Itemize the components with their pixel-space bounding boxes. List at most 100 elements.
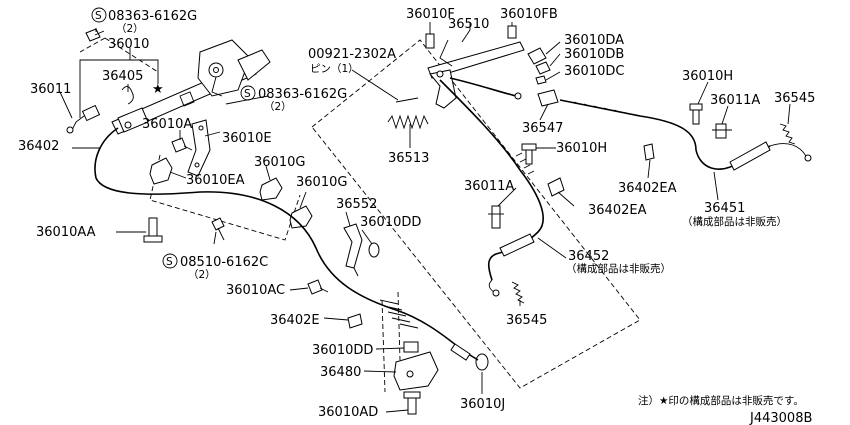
left-cable-tip bbox=[488, 279, 495, 293]
bolt-36011A-2 bbox=[488, 205, 504, 229]
cable-end-front bbox=[450, 343, 471, 361]
left-cable-end bbox=[492, 289, 500, 297]
s-mark-glyph: S bbox=[95, 10, 102, 22]
label-36402: 36402 bbox=[18, 139, 59, 154]
label-36010E: 36010E bbox=[222, 131, 272, 146]
label-36010: 36010 bbox=[108, 37, 149, 52]
label-36010AA: 36010AA bbox=[36, 225, 96, 240]
bolt-36010F bbox=[425, 33, 435, 49]
bolt-36010AD bbox=[403, 391, 421, 415]
cable-sheath-section bbox=[379, 299, 419, 329]
bolt-36010AC bbox=[307, 279, 329, 295]
bolt-36010AA bbox=[143, 217, 163, 243]
part-number-labels: S 08363-6162G （2） 36010 36405 36011 3640… bbox=[18, 7, 815, 425]
bracket-36010E bbox=[187, 119, 211, 177]
s-mark-glyph-2: S bbox=[166, 256, 173, 268]
clamp-36010EA bbox=[149, 157, 173, 185]
label-36452-note: （構成部品は非販売） bbox=[566, 262, 671, 275]
right-cable-sheath bbox=[573, 101, 621, 113]
clip-36402E bbox=[347, 313, 363, 329]
label-36513: 36513 bbox=[388, 151, 429, 166]
label-36010H-2: 36010H bbox=[556, 141, 607, 156]
label-08363-mid: 08363-6162G bbox=[258, 87, 347, 102]
bracket-36547 bbox=[537, 89, 559, 107]
label-36405: 36405 bbox=[102, 69, 143, 84]
grommet-36010DD-2 bbox=[403, 341, 419, 353]
label-36010DA: 36010DA bbox=[564, 33, 624, 48]
label-36451: 36451 bbox=[704, 201, 745, 216]
bolt-08363-top bbox=[85, 28, 105, 42]
grommet-36010J bbox=[475, 353, 489, 371]
clip-36402EA-1 bbox=[643, 143, 655, 161]
label-36402EA-2: 36402EA bbox=[588, 203, 647, 218]
label-36452: 36452 bbox=[568, 249, 609, 264]
label-36010DC: 36010DC bbox=[564, 64, 624, 79]
label-36552: 36552 bbox=[336, 197, 377, 212]
bracket-36480 bbox=[393, 351, 439, 391]
label-08363-top: 08363-6162G bbox=[108, 9, 197, 24]
label-36451-note: （構成部品は非販売） bbox=[682, 215, 787, 228]
label-36010J: 36010J bbox=[460, 397, 505, 412]
left-cable-sleeve bbox=[499, 233, 535, 257]
bolt-36010A bbox=[171, 137, 193, 153]
right-cable-end bbox=[804, 154, 812, 162]
s-mark-icon-2 bbox=[162, 253, 178, 269]
label-36547: 36547 bbox=[522, 121, 563, 136]
nut-36010DA bbox=[527, 47, 547, 65]
label-36010A: 36010A bbox=[142, 117, 192, 132]
clip-36405 bbox=[121, 86, 134, 105]
label-36010DB: 36010DB bbox=[564, 47, 624, 62]
bolt-36010H-1 bbox=[689, 103, 703, 125]
right-cable-tip bbox=[769, 143, 807, 157]
bracket-36552 bbox=[343, 223, 363, 277]
front-cable-36402 bbox=[94, 127, 479, 361]
label-36010G-1: 36010G bbox=[254, 155, 305, 170]
label-pin-qty: ピン（1） bbox=[310, 63, 359, 75]
footnote: 注）★印の構成部品は非販売です。 bbox=[638, 394, 804, 407]
label-08510: 08510-6162C bbox=[180, 255, 268, 270]
bolt-36011A-1 bbox=[712, 123, 732, 139]
label-qty-top: （2） bbox=[116, 23, 144, 35]
brake-switch-36011 bbox=[66, 104, 101, 134]
label-36011A-1: 36011A bbox=[710, 93, 760, 108]
grommet-36010DD-1 bbox=[368, 242, 380, 258]
nut-36010FB bbox=[507, 25, 517, 39]
label-36402EA-1: 36402EA bbox=[618, 181, 677, 196]
spring-36545-2 bbox=[511, 281, 525, 304]
label-36010H-1: 36010H bbox=[682, 69, 733, 84]
pin-00921 bbox=[395, 97, 419, 103]
spring-36545-1 bbox=[779, 123, 796, 145]
left-cable-sheath bbox=[515, 152, 535, 175]
label-36010G-2: 36010G bbox=[296, 175, 347, 190]
rear-right-cable-36451 bbox=[559, 99, 771, 170]
label-pin-00921: 00921-2302A bbox=[308, 47, 396, 62]
diagram-code: J443008B bbox=[749, 411, 812, 425]
label-36010DD-1: 36010DD bbox=[360, 215, 421, 230]
label-36480: 36480 bbox=[320, 365, 361, 380]
label-36510: 36510 bbox=[448, 17, 489, 32]
label-36010DD-2: 36010DD bbox=[312, 343, 373, 358]
washer-36010DB bbox=[535, 61, 551, 75]
bolt-36010H-2 bbox=[521, 143, 537, 165]
label-36010F: 36010F bbox=[406, 7, 455, 22]
label-36010AD: 36010AD bbox=[318, 405, 378, 420]
label-36010EA: 36010EA bbox=[186, 173, 245, 188]
clamp-36010G-1 bbox=[259, 177, 283, 201]
clamp-36010G-2 bbox=[289, 205, 313, 229]
right-cable-end-sleeve bbox=[729, 141, 771, 171]
clip-36402EA-2 bbox=[547, 177, 565, 197]
rear-left-cable-36452 bbox=[439, 79, 544, 281]
equalizer-lever-36510 bbox=[427, 39, 525, 109]
cable-end-center bbox=[514, 92, 522, 100]
center-cable bbox=[449, 77, 517, 97]
label-36010AC: 36010AC bbox=[226, 283, 285, 298]
label-36010FB: 36010FB bbox=[500, 7, 558, 22]
s-mark-glyph-3: S bbox=[244, 88, 251, 100]
s-mark-icon-3 bbox=[240, 85, 256, 101]
s-mark-icon bbox=[91, 7, 107, 23]
leader-lines bbox=[59, 22, 791, 413]
spring-36513 bbox=[387, 114, 429, 130]
label-qty-mid: （2） bbox=[264, 101, 292, 113]
